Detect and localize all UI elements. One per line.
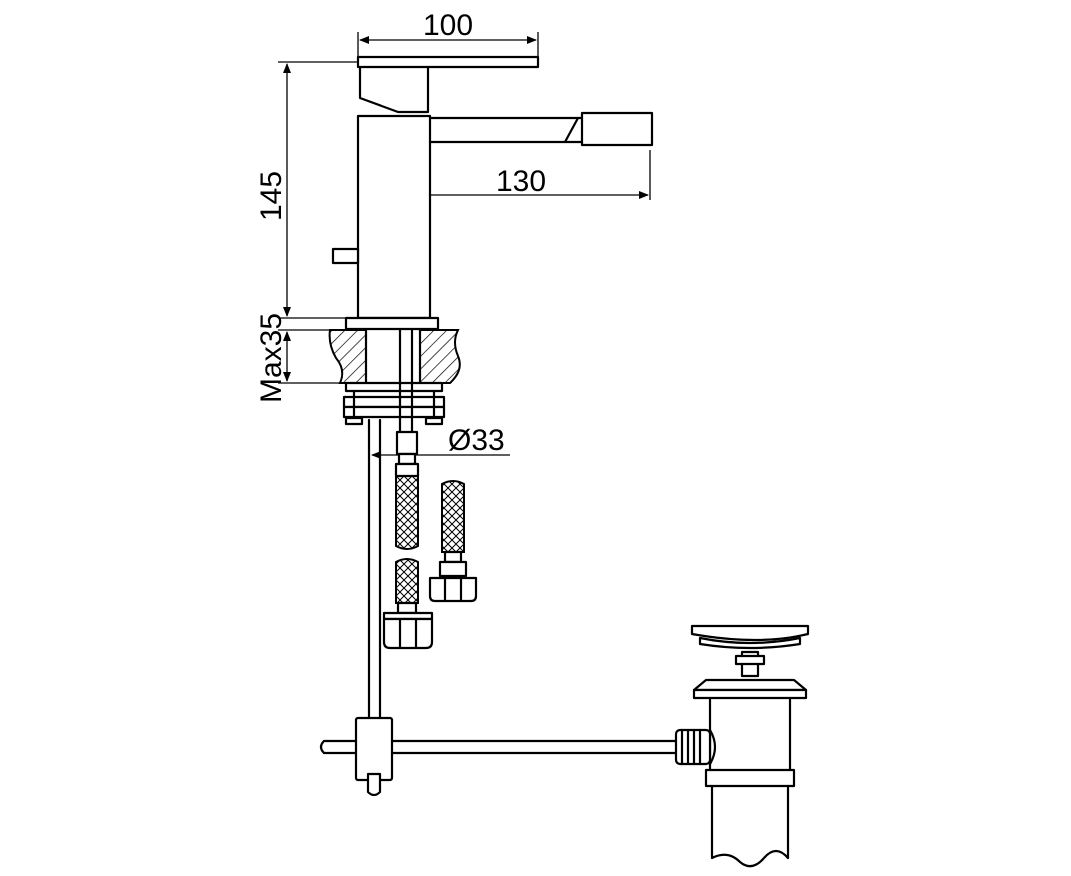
handle-lever xyxy=(356,55,540,69)
fixing-assembly xyxy=(342,390,446,426)
dimension-145-label: 145 xyxy=(255,171,288,221)
base-flange xyxy=(344,316,440,331)
dimension-130: 130 xyxy=(393,150,651,216)
dimension-diameter: Ø33 xyxy=(371,424,510,459)
waste-cap xyxy=(690,624,810,642)
deck-section xyxy=(328,328,461,393)
flexible-hose-2 xyxy=(428,480,478,603)
dimension-max35-label: Max35 xyxy=(255,313,288,403)
body-cylinder xyxy=(356,114,432,320)
popup-knob xyxy=(331,247,360,265)
popup-rod xyxy=(367,418,382,720)
dimension-100: 100 xyxy=(357,9,539,60)
dimension-130-label: 130 xyxy=(496,165,546,198)
flexible-hose-1 xyxy=(382,328,434,650)
deck-gasket xyxy=(344,381,444,393)
dimension-145: 145 xyxy=(255,61,358,319)
dimension-100-label: 100 xyxy=(423,9,473,42)
popup-waste xyxy=(674,624,810,868)
mixer-body xyxy=(331,55,654,331)
dimension-diameter-label: Ø33 xyxy=(448,424,505,457)
popup-linkage xyxy=(319,716,678,797)
dimension-max35: Max35 xyxy=(255,313,348,403)
aerator xyxy=(580,111,654,147)
